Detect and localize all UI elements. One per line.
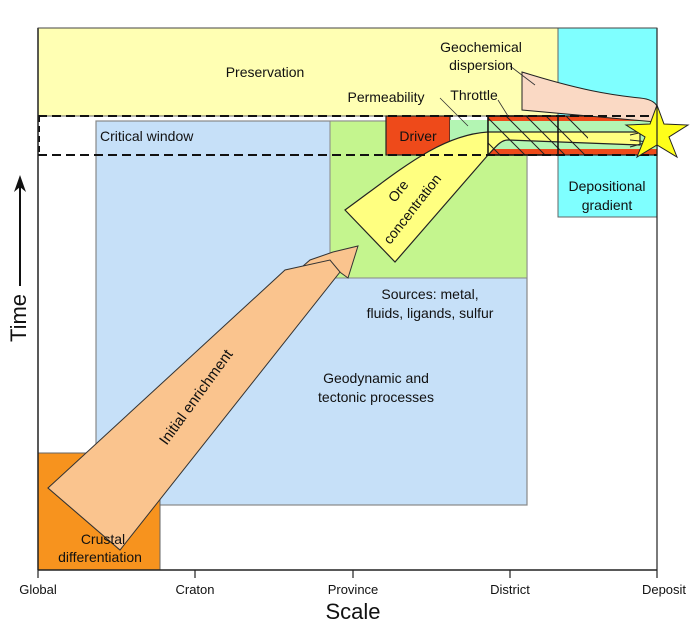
geochemical-label-1: Geochemical bbox=[440, 39, 522, 55]
geochemical-label-2: dispersion bbox=[449, 57, 513, 73]
permeability-leader bbox=[439, 97, 469, 127]
depositional-label-2: gradient bbox=[582, 197, 633, 213]
geodynamic-label-2: tectonic processes bbox=[318, 389, 434, 405]
geodynamic-label-1: Geodynamic and bbox=[323, 370, 429, 386]
time-arrow-icon bbox=[14, 175, 26, 192]
crustal-label-1: Crustal bbox=[81, 531, 125, 547]
depositional-label-1: Depositional bbox=[568, 178, 645, 194]
x-axis-label: Scale bbox=[325, 599, 380, 624]
dispersion-leader bbox=[509, 65, 536, 86]
preservation-region bbox=[37, 27, 559, 117]
tick-craton: Craton bbox=[175, 582, 214, 597]
permeability-label: Permeability bbox=[347, 89, 424, 105]
tick-province: Province bbox=[328, 582, 379, 597]
driver-label: Driver bbox=[399, 128, 437, 144]
x-ticks bbox=[37, 570, 658, 578]
preservation-label: Preservation bbox=[226, 64, 305, 80]
crustal-label-2: differentiation bbox=[58, 549, 142, 565]
sources-label-1: Sources: metal, bbox=[381, 286, 478, 302]
y-axis-label: Time bbox=[6, 294, 31, 342]
critical-window-label: Critical window bbox=[100, 128, 194, 144]
tick-deposit: Deposit bbox=[642, 582, 686, 597]
sources-label-2: fluids, ligands, sulfur bbox=[367, 305, 494, 321]
throttle-leader bbox=[497, 99, 509, 117]
tick-district: District bbox=[490, 582, 530, 597]
initial-enrichment-arrow-body bbox=[47, 259, 341, 551]
tick-global: Global bbox=[19, 582, 57, 597]
throttle-label: Throttle bbox=[450, 87, 498, 103]
